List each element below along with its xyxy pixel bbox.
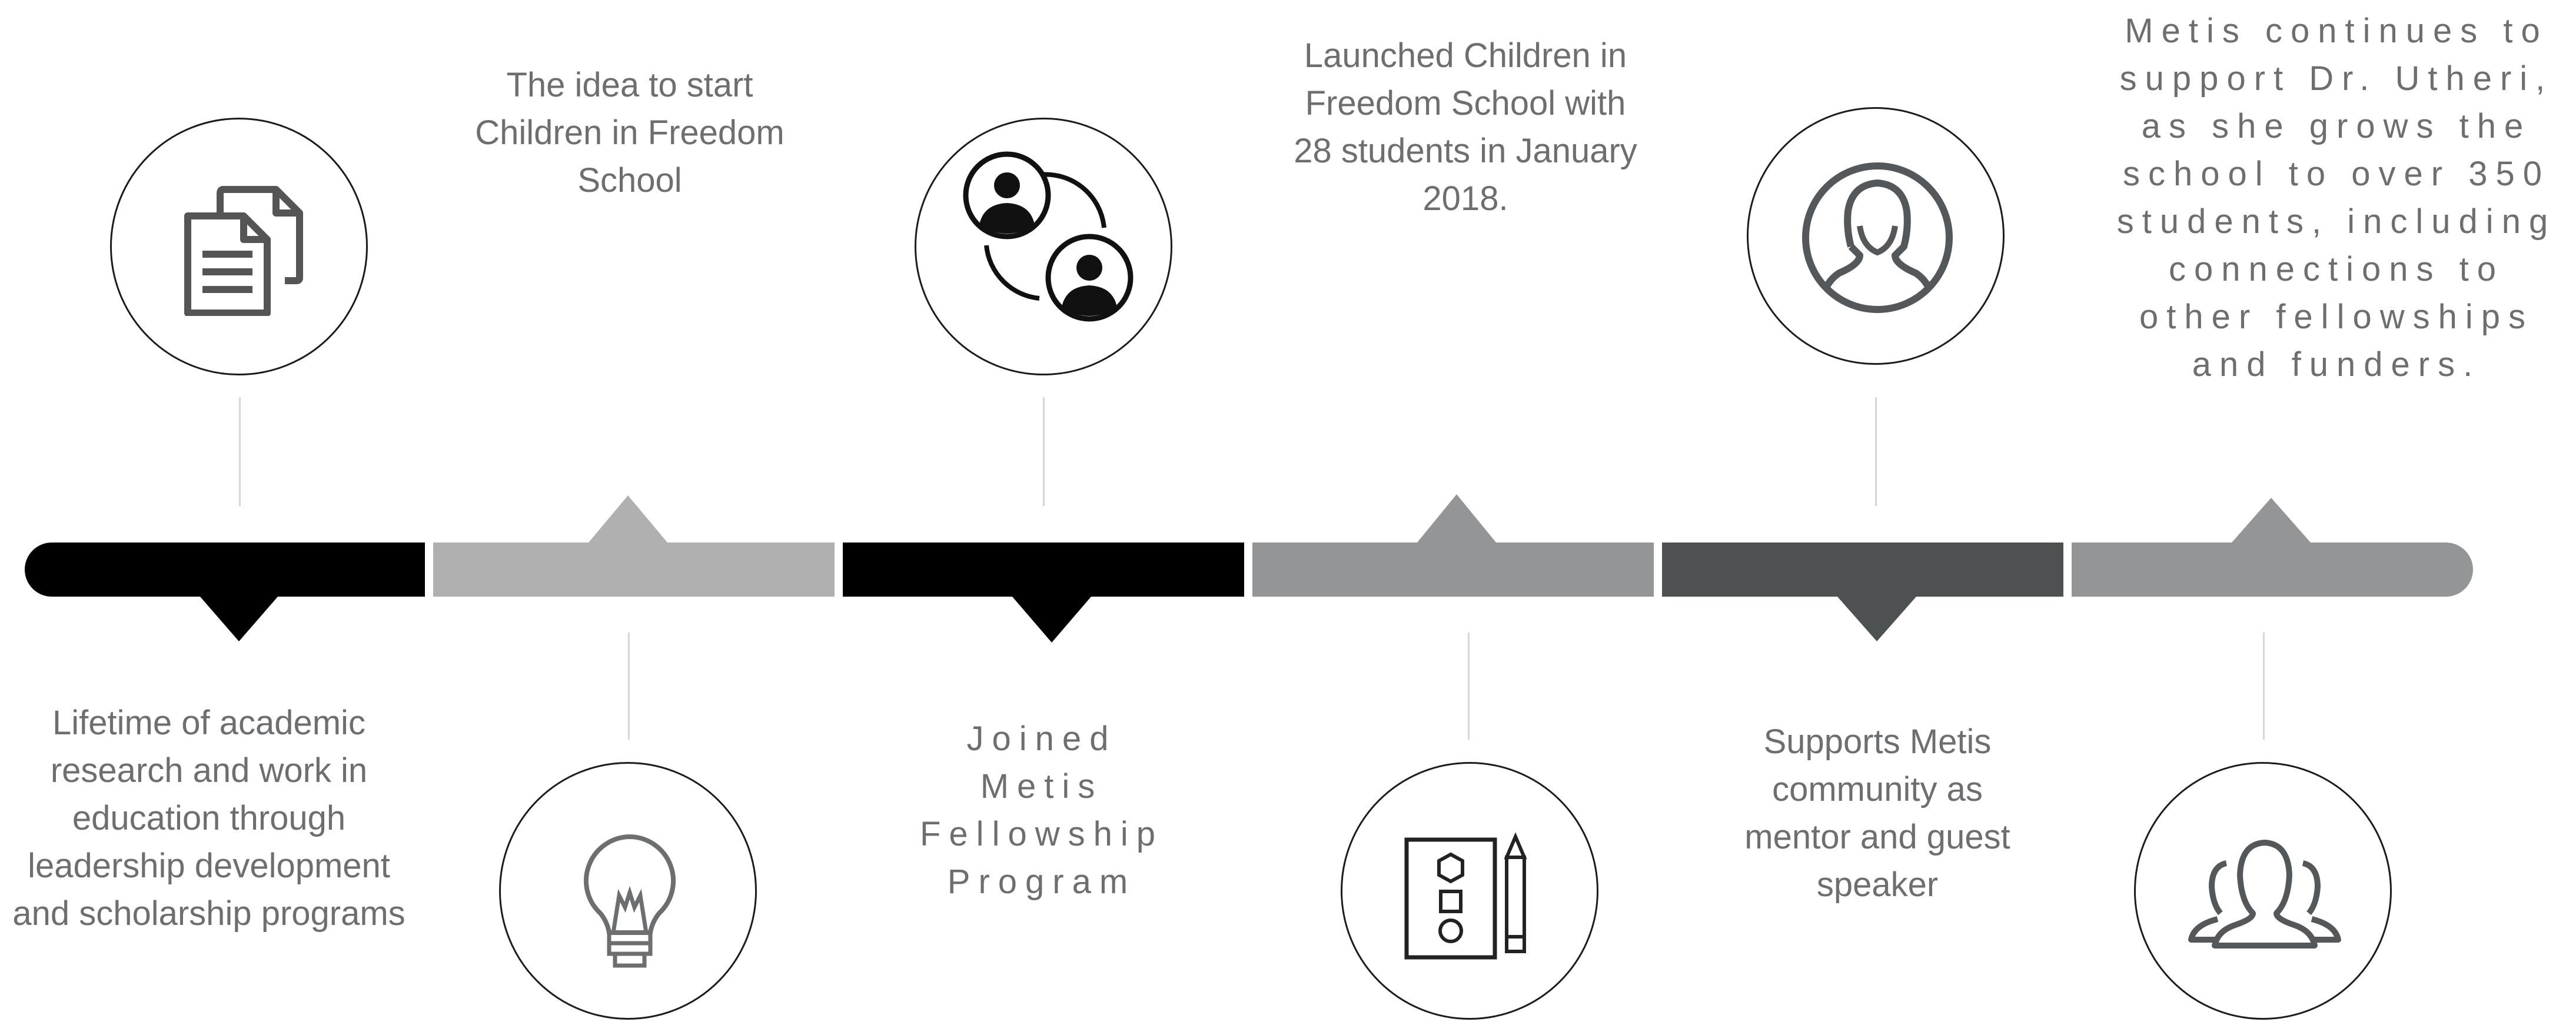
milestone-text-1: Lifetime of academic research and work i… [12, 704, 405, 933]
connector-line-6 [2263, 633, 2265, 740]
milestone-circle-5 [1747, 107, 2005, 365]
timeline-segment-2 [433, 543, 835, 597]
timeline-segment-3 [843, 543, 1244, 597]
pointer-down-5 [1837, 597, 1916, 641]
connector-line-4 [1468, 633, 1470, 740]
shapes-pencil-icon [1404, 832, 1527, 960]
milestone-text-4: Launched Children in Freedom School with… [1294, 36, 1637, 218]
milestone-circle-3 [915, 118, 1172, 375]
milestone-circle-1 [110, 118, 368, 375]
milestone-text-3: Joined Metis Fellowship Program [920, 720, 1164, 901]
pointer-up-4 [1417, 494, 1496, 543]
milestone-text-5: Supports Metis community as mentor and g… [1744, 723, 2010, 904]
people-connected-icon [963, 151, 1134, 322]
lightbulb-icon [584, 834, 676, 968]
connector-line-3 [1043, 397, 1045, 506]
timeline-segment-6 [2072, 543, 2473, 597]
documents-icon [184, 186, 303, 316]
woman-avatar-icon [1802, 162, 1953, 313]
pointer-down-3 [1012, 597, 1091, 643]
connector-line-1 [239, 397, 241, 506]
milestone-circle-2 [499, 762, 757, 1020]
timeline-segment-4 [1252, 543, 1654, 597]
pointer-up-2 [589, 495, 667, 543]
timeline-segment-5 [1662, 543, 2063, 597]
pointer-up-6 [2232, 498, 2311, 543]
connector-line-2 [628, 633, 630, 740]
group-icon [2188, 840, 2341, 949]
milestone-text-6: Metis continues to support Dr. Utheri, a… [2116, 12, 2557, 384]
milestone-circle-4 [1341, 762, 1598, 1020]
connector-line-5 [1875, 397, 1877, 506]
milestone-circle-6 [2134, 762, 2392, 1020]
milestone-text-2: The idea to start Children in Freedom Sc… [475, 66, 785, 199]
timeline-segment-1 [25, 543, 425, 597]
pointer-down-1 [200, 597, 278, 641]
